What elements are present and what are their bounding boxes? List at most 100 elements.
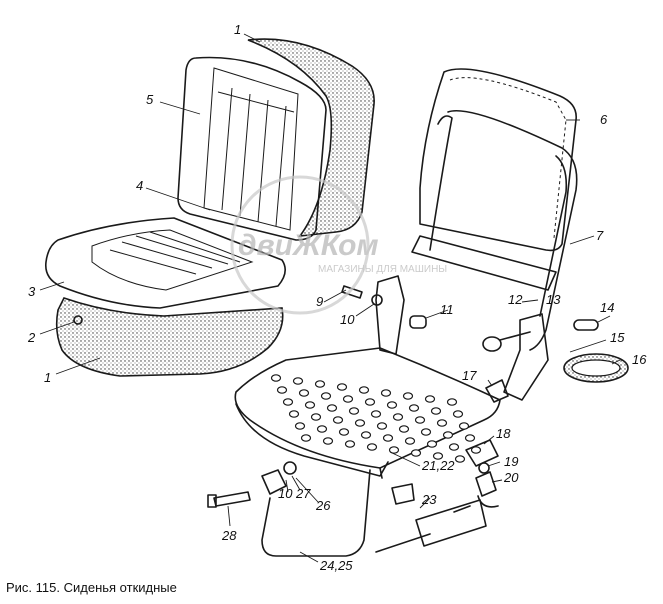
seat-pan-hole [358,386,370,394]
seat-pan-hole [430,407,442,415]
watermark-tagline: МАГАЗИНЫ ДЛЯ МАШИНЫ [318,264,447,275]
bolt-20 [475,471,499,508]
leader-lines [39,33,621,563]
seat-pan-hole [332,416,344,424]
seat-pan-hole [344,440,356,448]
seat-pan [234,347,501,479]
callout-12: 12 [508,292,523,307]
callout-3: 3 [28,284,36,299]
seat-pan-hole [322,437,334,445]
callout-11: 11 [440,302,454,317]
latch-17 [485,379,509,403]
seat-pan-hole [292,377,304,385]
seat-pan-hole [314,380,326,388]
seat-pan-hole [388,446,400,454]
callout-6: 6 [600,112,608,127]
bracket-18 [465,439,499,474]
callout-1: 1 [234,22,241,37]
callout-24-25: 24,25 [319,558,353,573]
seat-pan-hole [354,419,366,427]
seat-pan-hole [320,392,332,400]
seat-pan-hole [402,392,414,400]
seat-pan-hole [282,398,294,406]
callout-28: 28 [221,528,237,543]
seat-pan-hole [338,428,350,436]
side-bracket-right [503,313,549,401]
pin-11 [409,315,427,329]
callout-4: 4 [136,178,143,193]
seat-pan-hole [408,404,420,412]
side-bracket-left [375,275,405,355]
backrest-cushion-rear [247,38,375,237]
seat-pan-hole [446,398,458,406]
callout-7: 7 [596,228,604,243]
seat-pan-hole [294,422,306,430]
seat-pan-hole [342,395,354,403]
cushion-fastener [73,315,83,325]
seat-pan-hole [326,404,338,412]
seat-pan-hole [360,431,372,439]
callout-14: 14 [600,300,614,315]
seat-pan-hole [452,410,464,418]
seat-pan-hole [464,434,476,442]
seat-pan-hole [420,428,432,436]
callout-20: 20 [503,470,519,485]
seat-pan-hole [398,425,410,433]
seat-pan-hole [270,374,282,382]
seat-pan-hole [404,437,416,445]
watermark-brand: двиЖКом [238,229,379,262]
bolt-9 [341,285,383,306]
figure-caption: Рис. 115. Сиденья откидные [6,580,177,595]
callout-21-22: 21,22 [421,458,455,473]
callout-18: 18 [496,426,511,441]
seat-pan-hole [364,398,376,406]
seat-pan-hole [436,419,448,427]
seat-pan-hole [426,440,438,448]
seat-pan-hole [276,386,288,394]
pin-14 [573,319,599,331]
seat-cushion-top [44,217,286,309]
seat-pan-hole [316,425,328,433]
callout-9: 9 [316,294,323,309]
seat-pan-hole [376,422,388,430]
seat-pan-hole [458,422,470,430]
backrest-front-panel [177,56,327,241]
seat-pan-hole [442,431,454,439]
callout-16: 16 [632,352,647,367]
seat-pan-hole [410,449,422,457]
seat-pan-hole [366,443,378,451]
callout-27: 27 [295,486,311,501]
seat-pan-hole [304,401,316,409]
seat-pan-hole [414,416,426,424]
seat-pan-hole [298,389,310,397]
seat-pan-hole [392,413,404,421]
seat-pan-hole [370,410,382,418]
callout-23: 23 [421,492,437,507]
seat-pan-hole [382,434,394,442]
seat-cushion-base [55,297,284,377]
callout-5: 5 [146,92,154,107]
clamp-16 [563,353,629,383]
knob-handle [482,331,531,352]
seat-pan-hole [424,395,436,403]
back-frame [411,68,578,351]
seat-pan-hole [470,446,482,454]
seat-pan-hole [380,389,392,397]
seat-pan-hole [288,410,300,418]
callout-19: 19 [504,454,518,469]
callout-13: 13 [546,292,561,307]
seat-pan-hole [454,455,466,463]
callout-1: 1 [44,370,51,385]
callout-26: 26 [315,498,331,513]
callout-2: 2 [27,330,36,345]
callout-10: 10 [278,486,293,501]
leg-tube [261,461,371,557]
callout-15: 15 [610,330,625,345]
seat-pan-hole [300,434,312,442]
seat-pan-hole [336,383,348,391]
seat-pan-hole [448,443,460,451]
callout-10: 10 [340,312,355,327]
seat-pan-hole [386,401,398,409]
bolt-28 [207,491,251,508]
